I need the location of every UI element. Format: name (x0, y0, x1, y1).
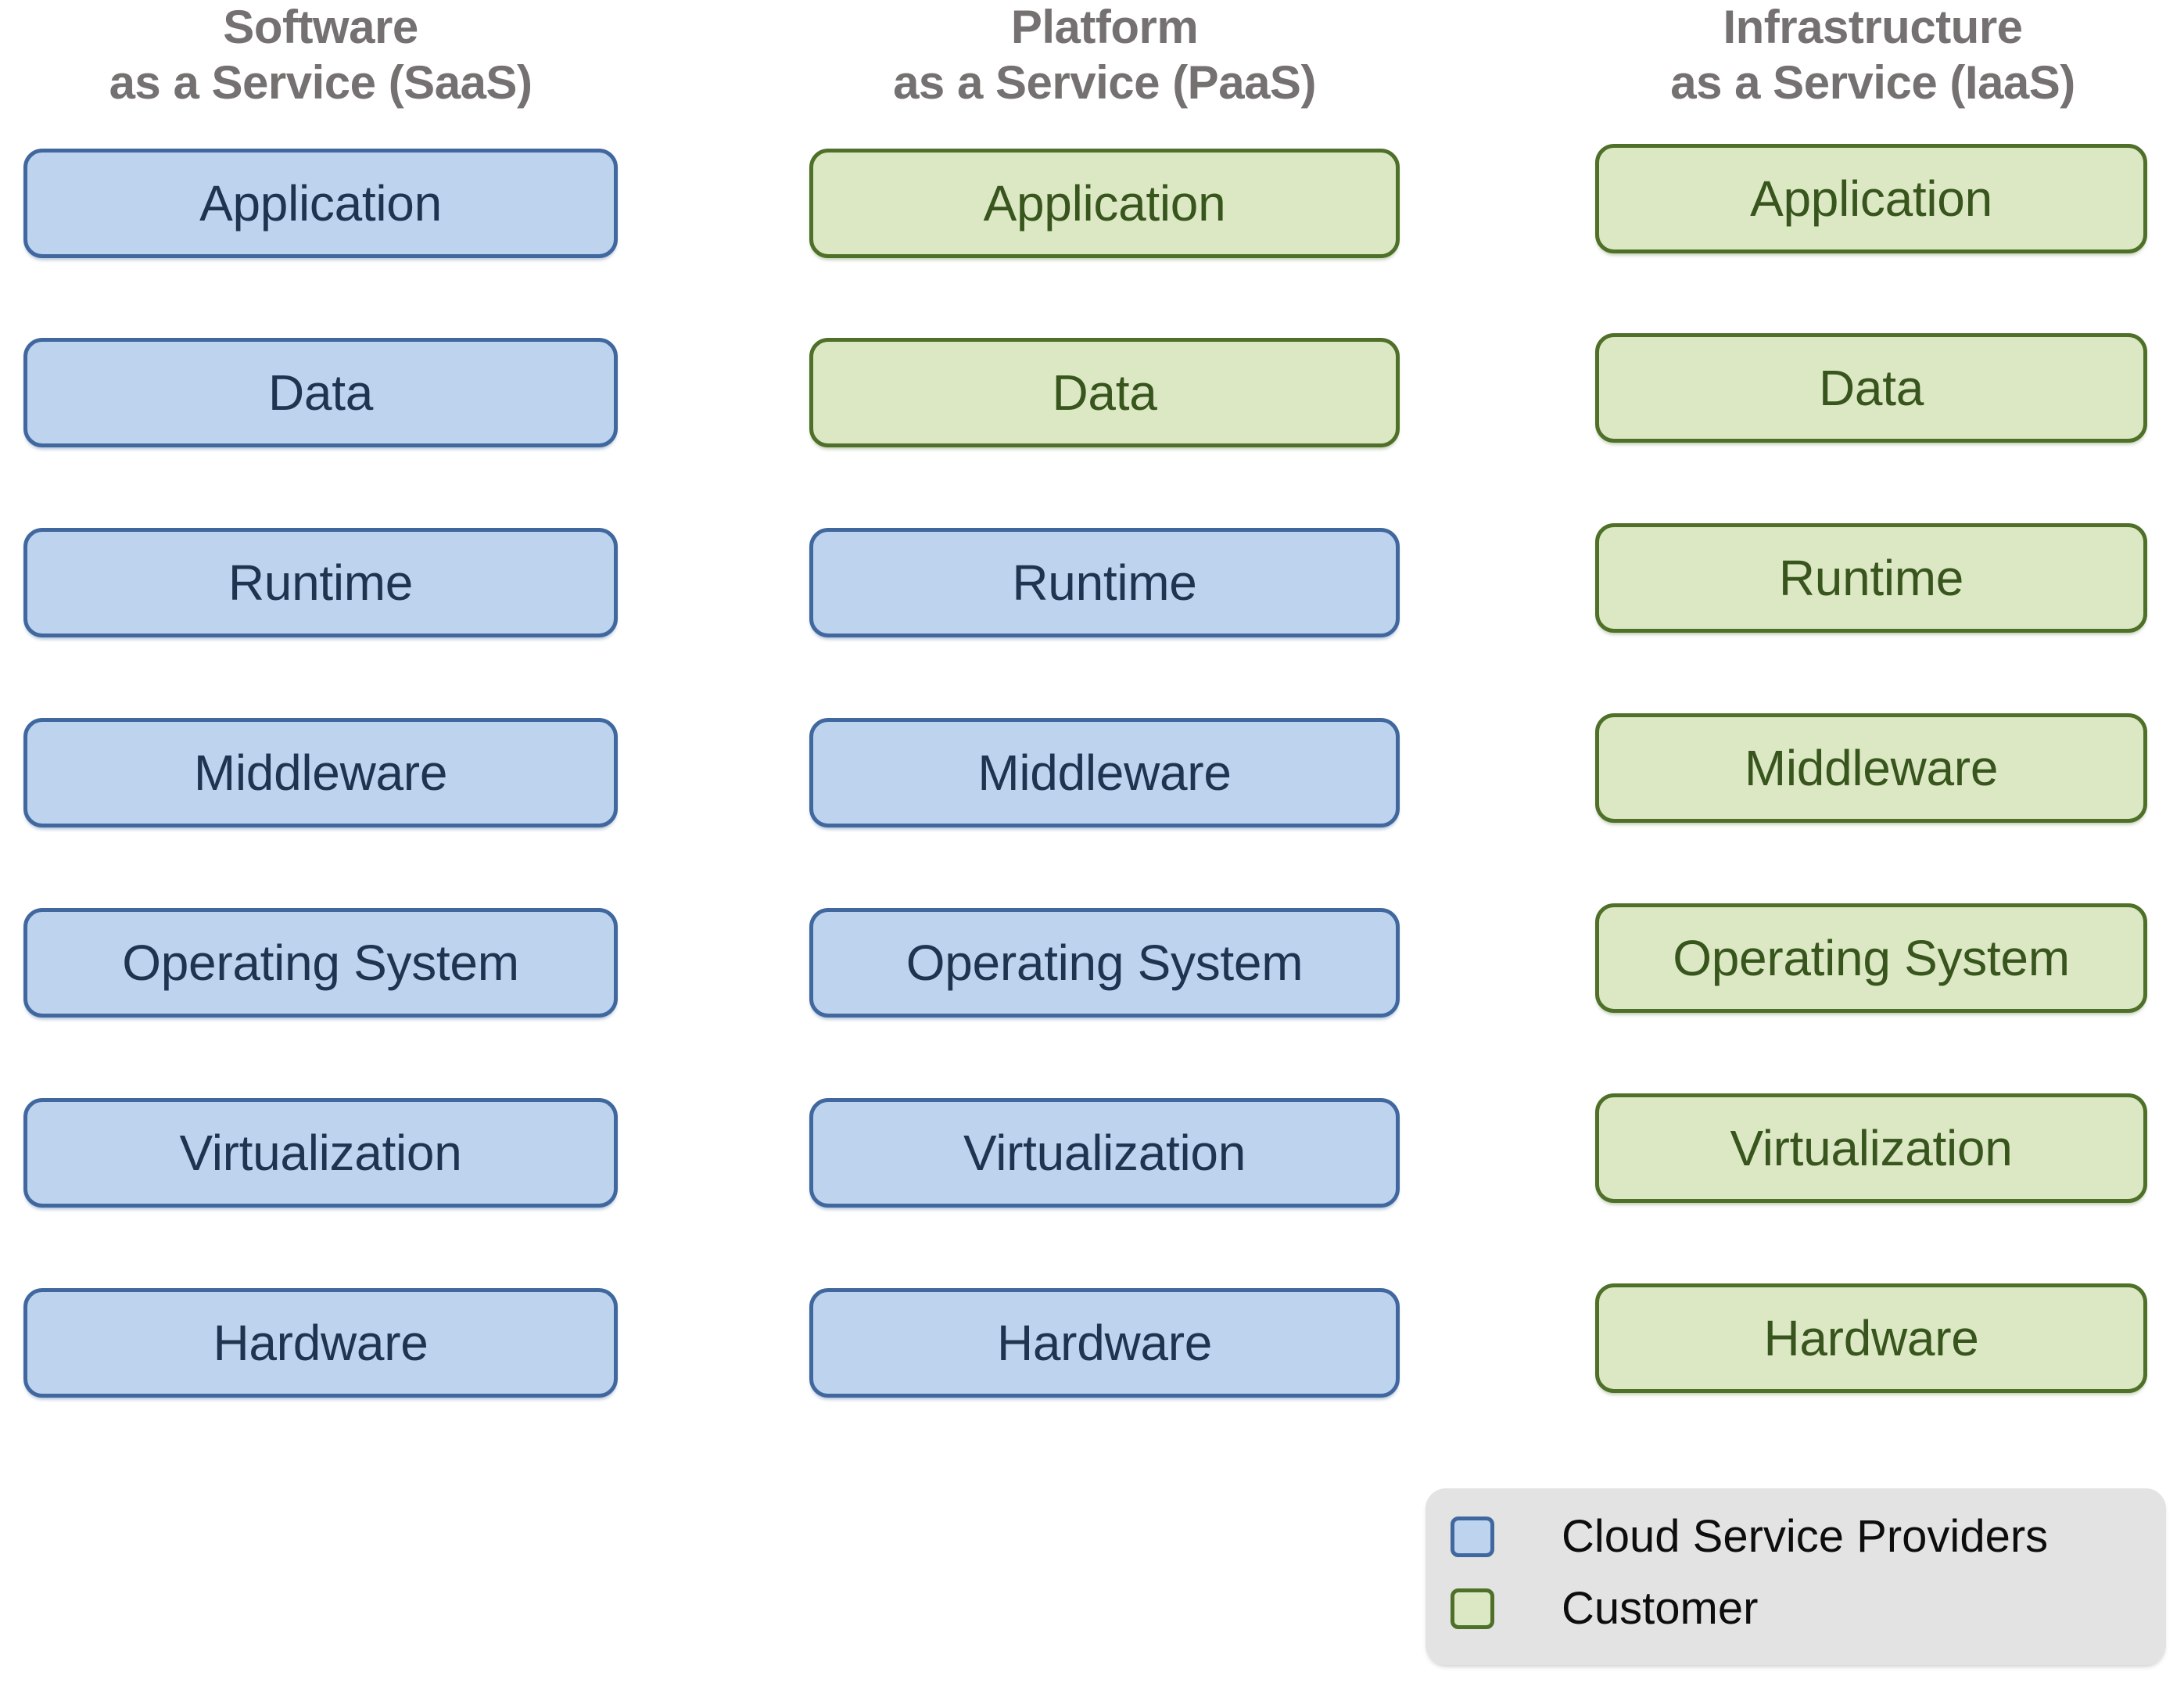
saas-layer-virtualization[interactable]: Virtualization (23, 1098, 618, 1208)
paas-layer-virtualization-label: Virtualization (963, 1125, 1246, 1181)
saas-layer-hardware-label: Hardware (213, 1315, 429, 1371)
saas-layer-runtime-label: Runtime (228, 555, 414, 611)
iaas-layer-hardware-label: Hardware (1763, 1310, 1979, 1366)
paas-layer-operating-system-label: Operating System (906, 935, 1304, 991)
column-header-paas-line1: Platform (1010, 1, 1199, 53)
saas-layer-runtime[interactable]: Runtime (23, 528, 618, 637)
legend-label-cloud-service-providers: Cloud Service Providers (1562, 1511, 2049, 1562)
column-header-paas-line2: as a Service (PaaS) (893, 56, 1316, 109)
iaas-layer-middleware-label: Middleware (1744, 740, 1999, 796)
iaas-layer-application[interactable]: Application (1595, 144, 2147, 253)
iaas-layer-middleware[interactable]: Middleware (1595, 713, 2147, 823)
legend-item-cloud-service-providers[interactable]: Cloud Service Providers (1451, 1514, 2048, 1560)
iaas-layer-runtime-label: Runtime (1778, 550, 1964, 606)
iaas-layer-virtualization[interactable]: Virtualization (1595, 1093, 2147, 1203)
saas-layer-data[interactable]: Data (23, 338, 618, 447)
paas-layer-runtime[interactable]: Runtime (809, 528, 1400, 637)
paas-layer-middleware-label: Middleware (977, 745, 1232, 801)
iaas-layer-data[interactable]: Data (1595, 333, 2147, 443)
column-header-iaas-line2: as a Service (IaaS) (1670, 56, 2075, 109)
iaas-layer-operating-system-label: Operating System (1673, 930, 2070, 986)
paas-layer-runtime-label: Runtime (1012, 555, 1197, 611)
paas-layer-hardware[interactable]: Hardware (809, 1288, 1400, 1398)
iaas-layer-runtime[interactable]: Runtime (1595, 523, 2147, 633)
paas-layer-middleware[interactable]: Middleware (809, 718, 1400, 827)
paas-layer-application-label: Application (983, 175, 1226, 232)
iaas-layer-virtualization-label: Virtualization (1730, 1120, 2013, 1176)
paas-layer-hardware-label: Hardware (996, 1315, 1213, 1371)
saas-layer-operating-system[interactable]: Operating System (23, 908, 618, 1018)
legend-item-customer[interactable]: Customer (1451, 1586, 1758, 1631)
paas-layer-data[interactable]: Data (809, 338, 1400, 447)
saas-layer-middleware[interactable]: Middleware (23, 718, 618, 827)
iaas-layer-data-label: Data (1819, 360, 1924, 416)
iaas-layer-application-label: Application (1750, 170, 1992, 227)
paas-layer-virtualization[interactable]: Virtualization (809, 1098, 1400, 1208)
saas-layer-operating-system-label: Operating System (122, 935, 519, 991)
column-header-saas: Software as a Service (SaaS) (23, 0, 618, 111)
legend-label-customer: Customer (1562, 1583, 1759, 1634)
saas-layer-data-label: Data (268, 364, 373, 421)
legend: Cloud Service Providers Customer (1426, 1488, 2166, 1665)
paas-layer-application[interactable]: Application (809, 149, 1400, 258)
paas-layer-data-label: Data (1052, 364, 1157, 421)
saas-layer-application[interactable]: Application (23, 149, 618, 258)
saas-layer-virtualization-label: Virtualization (179, 1125, 462, 1181)
iaas-layer-hardware[interactable]: Hardware (1595, 1283, 2147, 1393)
legend-swatch-provider-icon (1451, 1517, 1494, 1557)
column-header-iaas: Infrastructure as a Service (IaaS) (1587, 0, 2158, 111)
legend-swatch-customer-icon (1451, 1588, 1494, 1629)
saas-layer-hardware[interactable]: Hardware (23, 1288, 618, 1398)
paas-layer-operating-system[interactable]: Operating System (809, 908, 1400, 1018)
saas-layer-middleware-label: Middleware (193, 745, 448, 801)
saas-layer-application-label: Application (199, 175, 442, 232)
column-header-saas-line1: Software (223, 1, 418, 53)
column-header-iaas-line1: Infrastructure (1723, 1, 2023, 53)
column-header-saas-line2: as a Service (SaaS) (109, 56, 533, 109)
column-header-paas: Platform as a Service (PaaS) (809, 0, 1400, 111)
iaas-layer-operating-system[interactable]: Operating System (1595, 903, 2147, 1013)
